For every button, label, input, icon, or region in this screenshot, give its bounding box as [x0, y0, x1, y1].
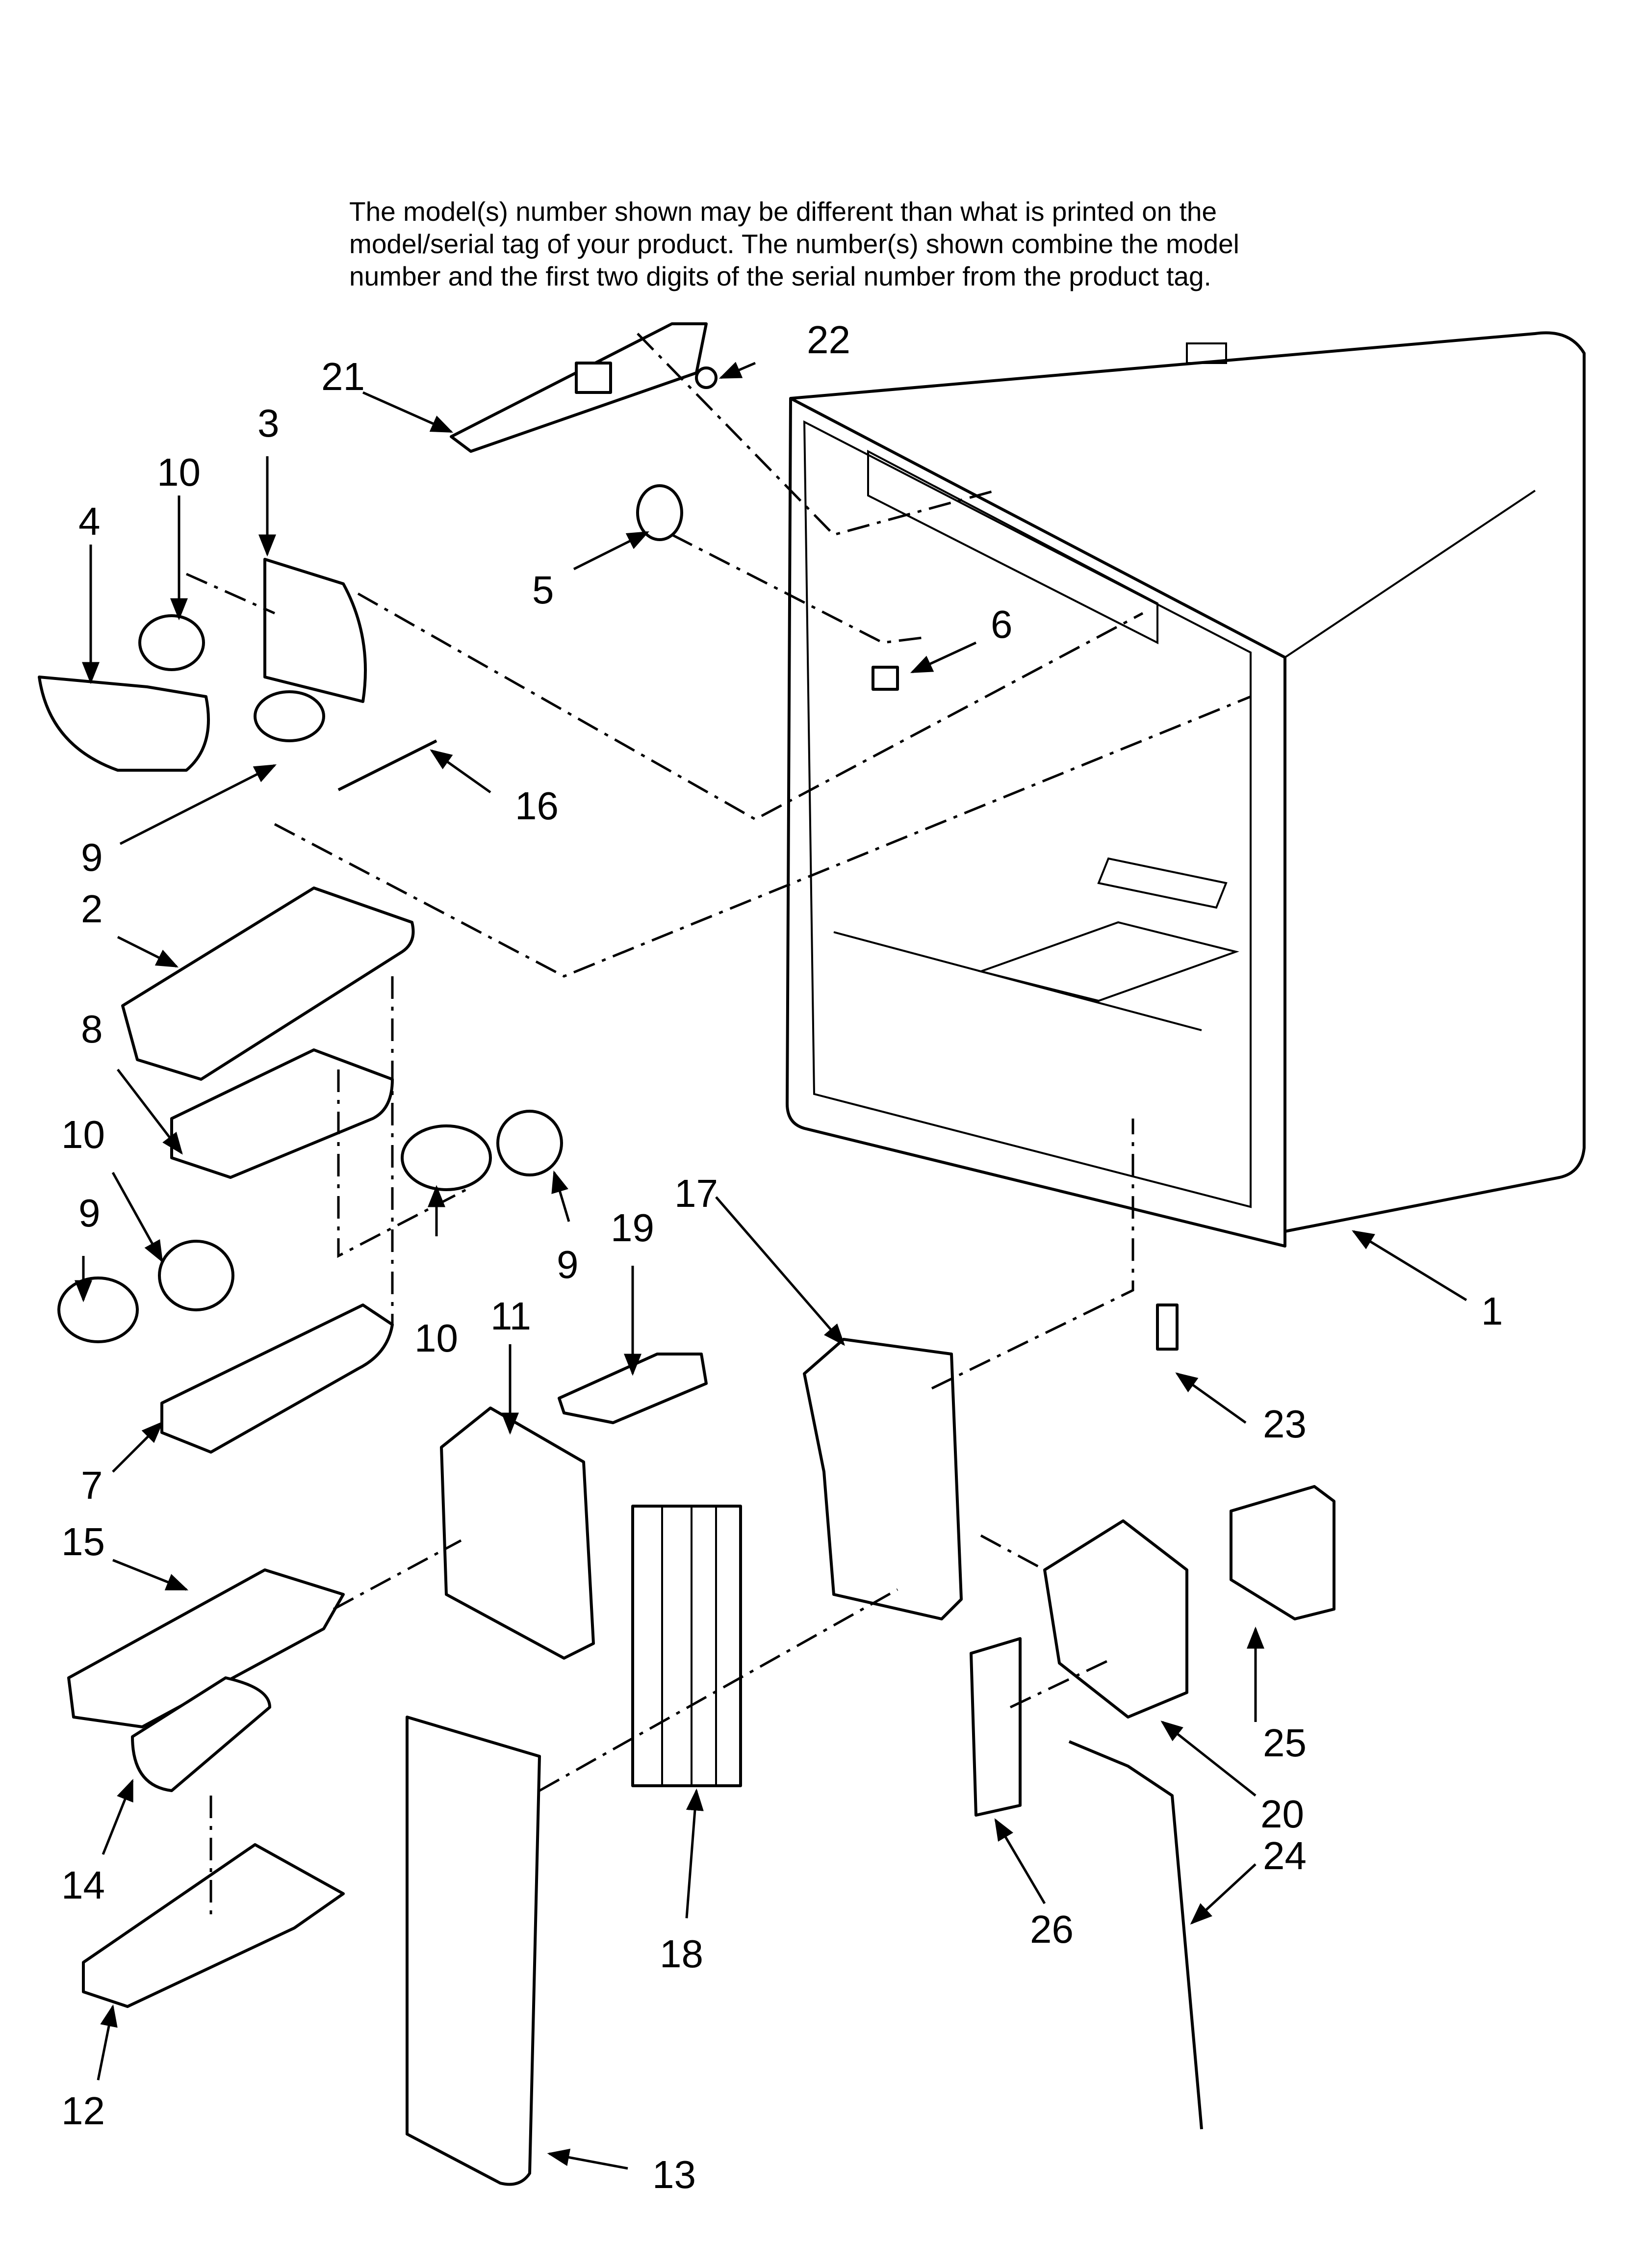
- callout-8: 8: [81, 1007, 103, 1051]
- callout-23: 23: [1263, 1402, 1307, 1446]
- callout-4: 4: [78, 499, 101, 543]
- callout-10b: 10: [61, 1113, 105, 1156]
- callout-9a: 9: [81, 835, 103, 879]
- cabinet-liner: [786, 331, 1586, 1351]
- note-line-1: The model(s) number shown may be differe…: [349, 196, 1217, 227]
- part-9-bulb-right: [496, 1110, 563, 1176]
- part-24-tube: [1068, 1740, 1203, 2130]
- callout-24: 24: [1263, 1834, 1307, 1877]
- part-18-evaporator: [631, 1505, 742, 1787]
- part-2-housing: [121, 886, 415, 1081]
- callout-6: 6: [991, 602, 1013, 646]
- callout-25: 25: [1263, 1721, 1307, 1765]
- callout-16: 16: [515, 784, 559, 828]
- callout-10a: 10: [157, 450, 201, 494]
- callout-5: 5: [532, 568, 554, 612]
- part-6-switch: [872, 666, 899, 691]
- part-4-lens: [38, 676, 210, 772]
- part-21-cover: [450, 322, 708, 453]
- callout-2: 2: [81, 887, 103, 931]
- part-7-diffuser: [160, 1303, 394, 1454]
- callout-9c: 9: [78, 1191, 101, 1235]
- callout-12: 12: [61, 2089, 105, 2133]
- callout-15: 15: [61, 1520, 105, 1564]
- note-line-3: number and the first two digits of the s…: [349, 261, 1211, 291]
- part-10-socket-left: [158, 1240, 234, 1311]
- part-12-tray: [82, 1843, 345, 2008]
- callout-1: 1: [1481, 1289, 1503, 1333]
- part-9-bulb-top: [254, 690, 325, 742]
- callout-numbers: 1 2 3 4 5 6 7 8 9 9 9 10 10 10 11 12 13 …: [61, 318, 1503, 2196]
- part-14-filter: [131, 1676, 271, 1792]
- part-9-bulb-left: [57, 1277, 139, 1343]
- callout-26: 26: [1030, 1907, 1074, 1951]
- part-15-auger: [67, 1568, 345, 1728]
- note-line-2: model/serial tag of your product. The nu…: [349, 229, 1239, 259]
- part-22-screw: [695, 366, 718, 389]
- part-10-socket-right: [401, 1124, 492, 1191]
- model-number-note: The model(s) number shown may be differe…: [349, 195, 1477, 292]
- part-17-housing: [803, 1338, 963, 1620]
- part-26-clip: [970, 1637, 1022, 1817]
- leader-lines: [75, 362, 1467, 2170]
- callout-13: 13: [652, 2153, 696, 2196]
- callout-17: 17: [674, 1172, 718, 1215]
- callout-9b: 9: [557, 1243, 579, 1286]
- callout-20: 20: [1260, 1792, 1304, 1836]
- assembly-lines: [185, 333, 1251, 1918]
- callout-3: 3: [257, 401, 280, 445]
- part-16-wire: [337, 739, 437, 791]
- callout-11: 11: [490, 1294, 531, 1338]
- part-11-bracket: [440, 1407, 595, 1660]
- callout-18: 18: [660, 1932, 703, 1976]
- part-10-socket-top: [138, 614, 205, 671]
- callout-19: 19: [611, 1206, 654, 1250]
- part-3-shield: [263, 558, 367, 703]
- callout-22: 22: [807, 318, 850, 362]
- part-13-panel: [406, 1716, 541, 2186]
- callout-14: 14: [61, 1863, 105, 1907]
- callout-21: 21: [321, 355, 365, 398]
- callout-7: 7: [81, 1463, 103, 1507]
- part-5-bracket: [636, 484, 683, 541]
- part-20-valve: [1043, 1519, 1188, 1719]
- callout-10c: 10: [414, 1316, 458, 1360]
- part-19-thermostat: [558, 1353, 708, 1424]
- part-25-bracket: [1230, 1485, 1335, 1620]
